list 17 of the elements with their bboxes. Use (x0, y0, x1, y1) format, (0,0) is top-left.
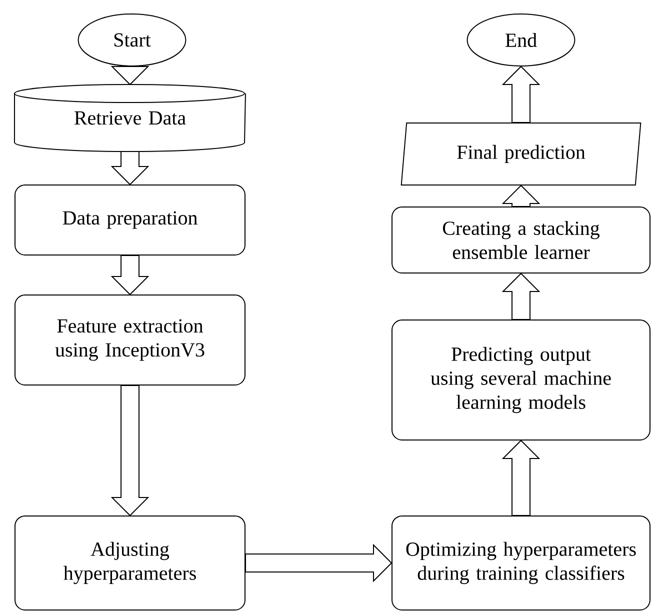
block-arrow (110, 255, 150, 296)
process-box: Feature extraction using InceptionV3 (14, 294, 246, 386)
process-box: Predicting output using several machine learning models (392, 319, 650, 440)
block-arrow (110, 151, 150, 186)
block-arrow (502, 272, 540, 320)
block-arrow (502, 184, 540, 207)
data-parallelogram: Final prediction (400, 122, 642, 186)
block-arrow (110, 385, 150, 516)
database-cylinder: Retrieve Data (14, 84, 246, 152)
block-arrow (502, 440, 540, 516)
process-box: Data preparation (14, 184, 246, 256)
block-arrow (502, 66, 540, 123)
process-box: Adjusting hyperparameters (14, 516, 246, 610)
block-arrow (110, 66, 150, 86)
process-box: Optimizing hyperparameters during training classifiers (392, 516, 650, 610)
block-arrow (245, 544, 392, 582)
process-box: Creating a stacking ensemble learner (392, 206, 650, 274)
